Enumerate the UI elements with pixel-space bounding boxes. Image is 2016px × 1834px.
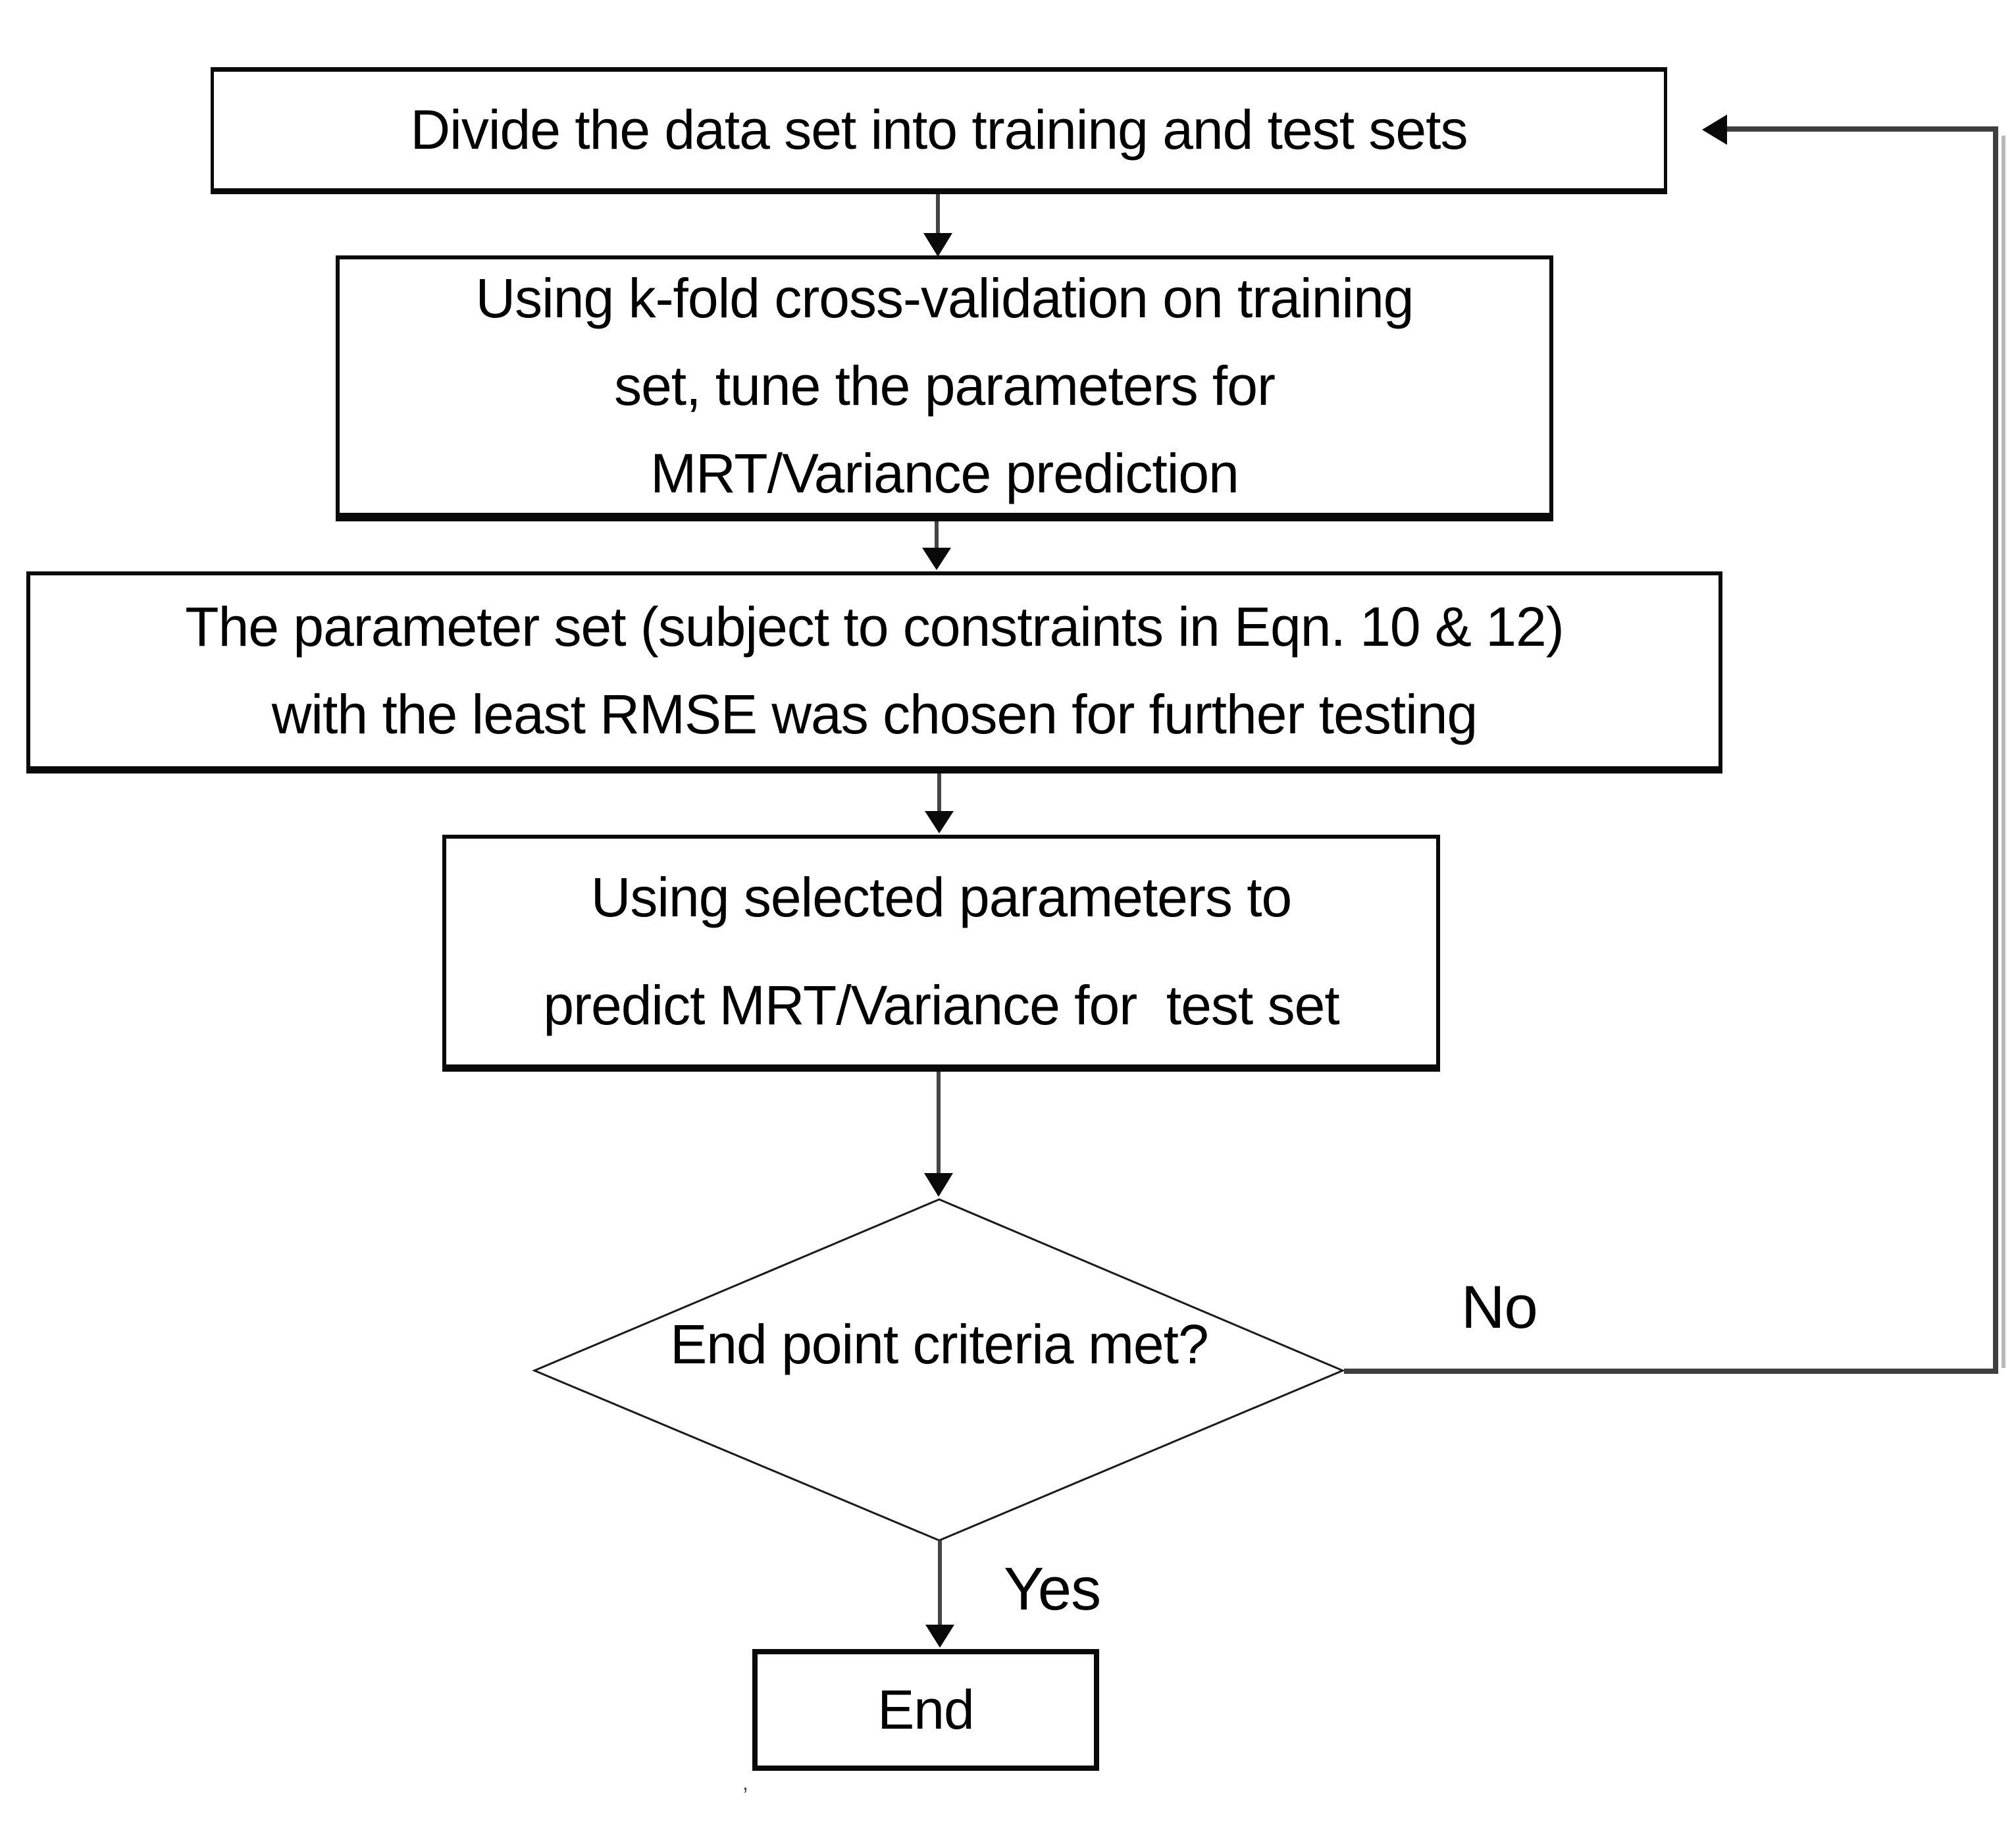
process-step-divide-data: Divide the data set into training and te… [211,67,1667,194]
process-step-parameter-selection: The parameter set (subject to constraint… [26,571,1722,773]
process-step-text: MRT/Variance prediction [650,442,1239,504]
stray-mark: , [742,1771,748,1795]
arrow-step4-to-decision [924,1072,953,1197]
arrow-step3-to-step4 [925,773,954,833]
process-step-text: predict MRT/Variance for test set [543,974,1339,1036]
process-step-text: Using k-fold cross-validation on trainin… [475,267,1414,330]
arrow-decision-to-end [925,1540,954,1648]
process-step-text: set, tune the parameters for [614,355,1276,417]
process-step-predict-test-set: Using selected parameters to predict MRT… [442,835,1440,1072]
no-branch-label: No [1461,1274,1538,1341]
end-label: End [877,1679,974,1741]
arrow-step2-to-step3 [922,521,951,570]
process-step-cross-validation: Using k-fold cross-validation on trainin… [336,255,1553,521]
process-step-text: Using selected parameters to [590,866,1293,928]
process-step-text: The parameter set (subject to constraint… [185,596,1564,658]
arrow-step1-to-step2 [923,194,952,257]
process-step-text: Divide the data set into training and te… [410,99,1468,161]
yes-branch-label: Yes [1004,1556,1101,1623]
process-step-text: with the least RMSE was chosen for furth… [271,683,1478,745]
terminator-end: End [752,1649,1099,1771]
decision-label: End point criteria met? [670,1313,1208,1375]
